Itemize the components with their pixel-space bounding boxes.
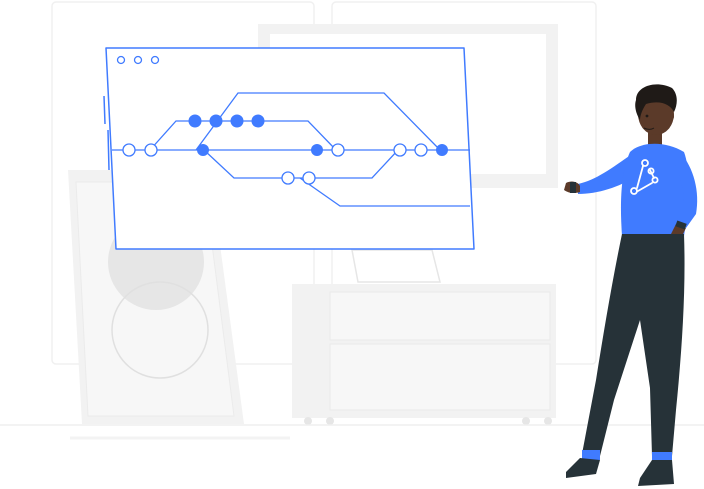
git-branch-icon <box>630 159 659 195</box>
speaker-woofer-bottom <box>111 281 209 379</box>
window-dots-icon <box>116 55 160 65</box>
commit-open <box>144 143 158 157</box>
commit-open <box>122 143 136 157</box>
shoe-left <box>566 458 600 478</box>
pointing-arm-sleeve <box>578 154 640 194</box>
pants <box>582 234 685 456</box>
sweater <box>620 143 689 236</box>
sideboard-drawer-top <box>329 291 551 341</box>
window-edge <box>107 129 110 171</box>
shoe-right <box>638 460 674 486</box>
sideboard-wheel <box>522 417 530 425</box>
commit-filled <box>436 144 448 156</box>
sock-right <box>652 452 672 462</box>
sideboard-wheel <box>326 417 334 425</box>
git-commits <box>122 114 448 185</box>
eye <box>645 114 649 118</box>
window-edge <box>103 95 106 125</box>
wrist-band <box>570 182 576 193</box>
commit-open <box>331 143 345 157</box>
commit-filled <box>311 144 323 156</box>
window-frame <box>105 47 475 250</box>
commit-open <box>393 143 407 157</box>
sideboard-wheel <box>544 417 552 425</box>
person-figure <box>564 84 698 486</box>
commit-open <box>281 171 295 185</box>
hip-arm-sleeve <box>674 152 698 228</box>
git-graph-window <box>103 47 475 250</box>
commit-filled <box>188 114 202 128</box>
commit-filled <box>197 144 209 156</box>
ear <box>668 111 674 122</box>
hair <box>635 84 677 120</box>
sock-left <box>582 450 600 460</box>
monitor-stand <box>351 249 441 283</box>
commit-filled <box>230 114 244 128</box>
mouth <box>643 127 655 130</box>
commit-open <box>302 171 316 185</box>
commit-filled <box>251 114 265 128</box>
sideboard-drawer-bottom <box>329 343 551 411</box>
commit-filled <box>209 114 223 128</box>
hip-wrist-band <box>675 220 687 230</box>
branch-feature-d <box>299 177 470 207</box>
commit-open <box>414 143 428 157</box>
sideboard-wheel <box>304 417 312 425</box>
